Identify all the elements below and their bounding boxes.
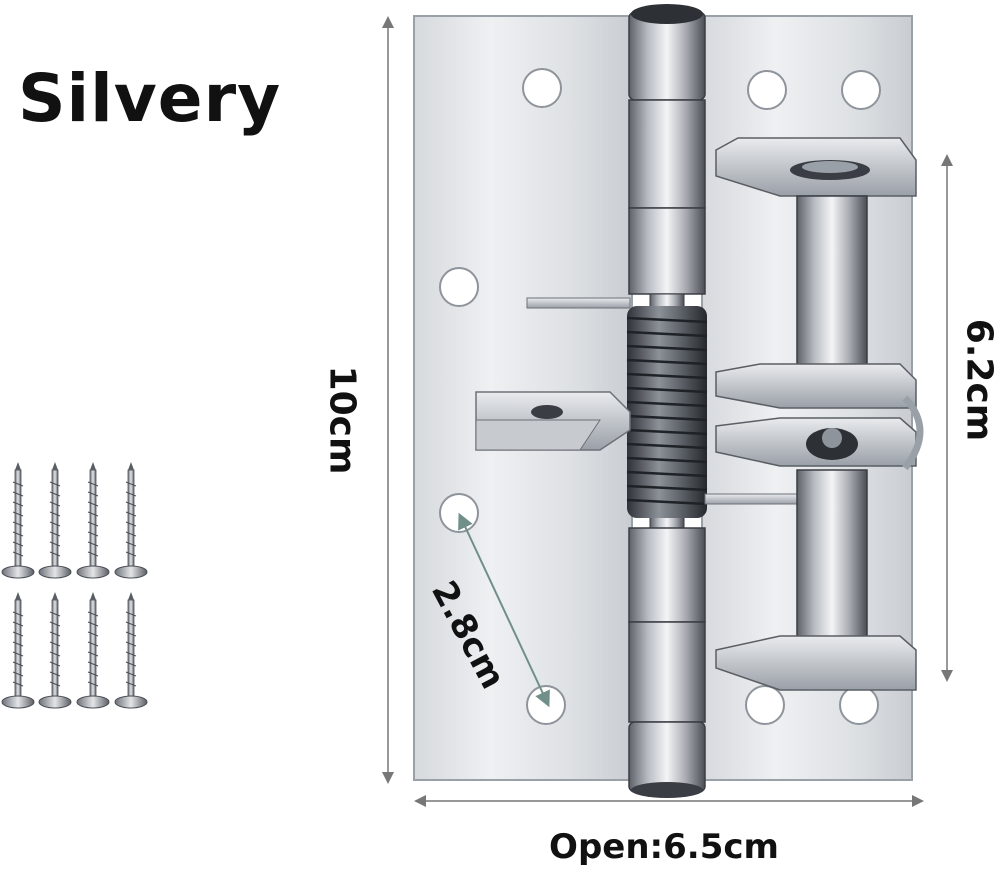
spring-dimension-label: 6.2cm: [958, 318, 1000, 442]
color-label: Silvery: [18, 60, 282, 137]
screw-hole: [522, 68, 562, 108]
stop-mechanism: [715, 137, 924, 691]
screw-set: [1, 462, 148, 709]
dimension-lines: [382, 15, 953, 807]
torsion-spring: [526, 297, 798, 518]
screw-icon: [1, 592, 35, 709]
left-tension-bracket: [475, 391, 631, 451]
screw-icon: [114, 462, 148, 579]
screw-hole: [439, 267, 479, 307]
open-width-label: Open:6.5cm: [549, 827, 779, 867]
screw-hole: [439, 493, 479, 533]
screw-hole: [745, 685, 785, 725]
screw-hole: [841, 70, 881, 110]
screw-icon: [38, 462, 72, 579]
screw-icon: [76, 462, 110, 579]
hole-spacing-dimension-line: [458, 512, 550, 708]
screw-icon: [114, 592, 148, 709]
screw-hole: [526, 685, 566, 725]
screw-hole: [747, 70, 787, 110]
height-dimension-label: 10cm: [321, 365, 363, 475]
screw-icon: [38, 592, 72, 709]
screw-icon: [76, 592, 110, 709]
screw-hole: [839, 685, 879, 725]
screw-icon: [1, 462, 35, 579]
